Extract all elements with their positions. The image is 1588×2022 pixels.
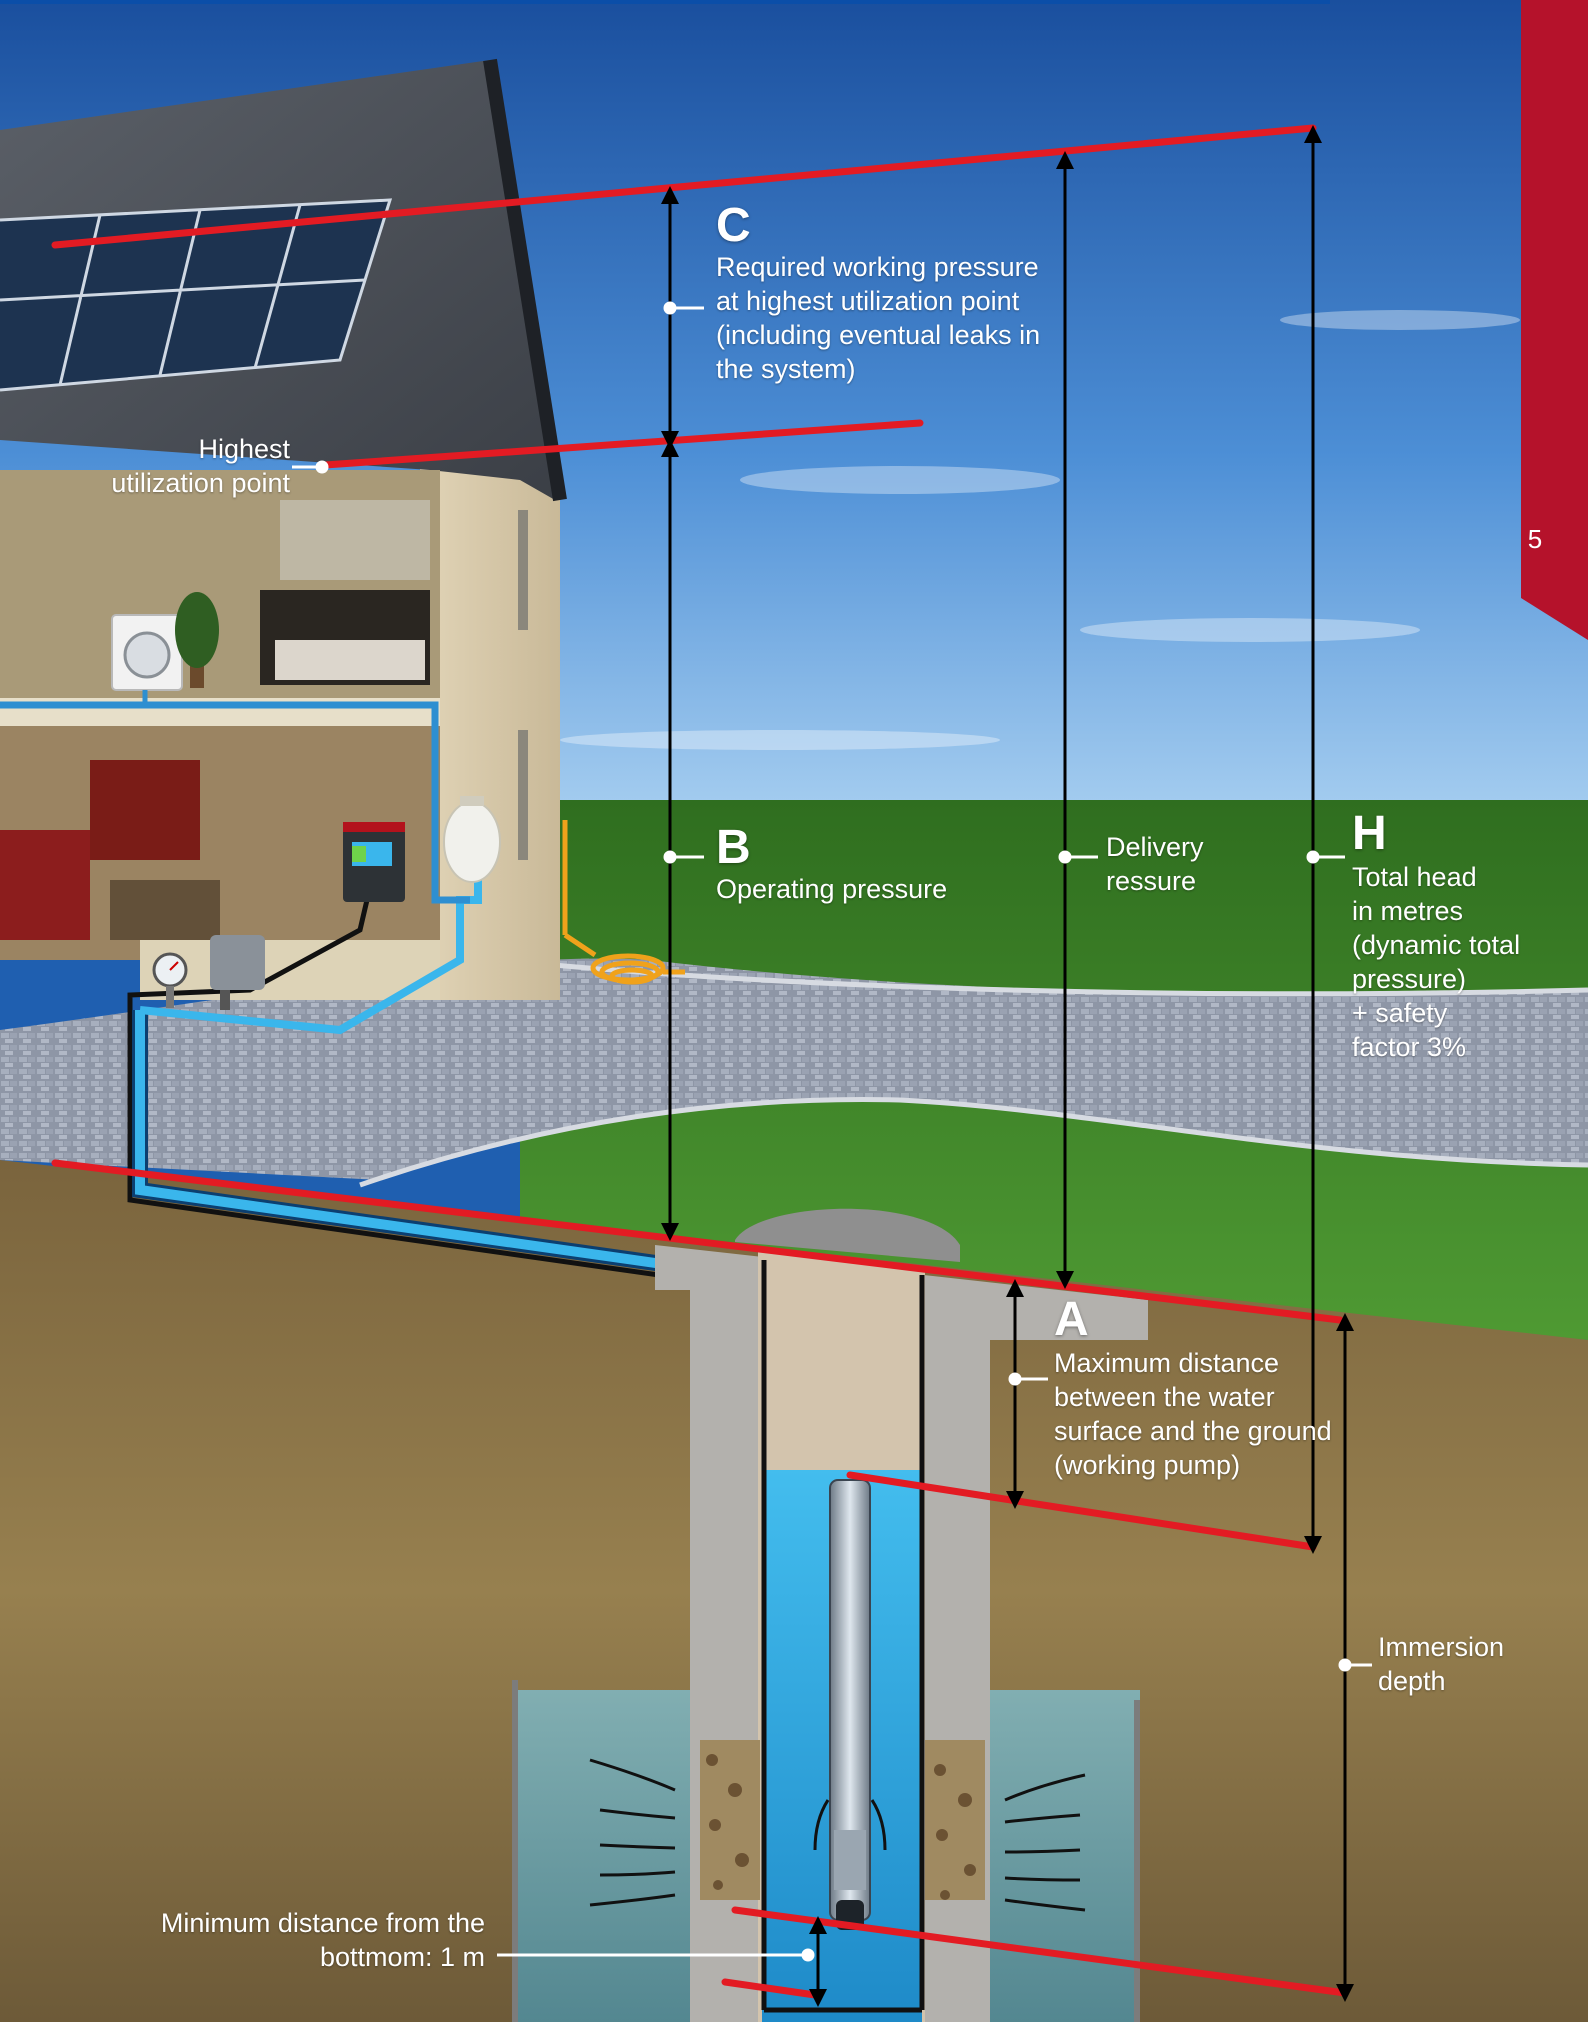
gravel-pack-right [925, 1740, 985, 1900]
reference-lines [51, 124, 1349, 1999]
label-min-line: Minimum distance from the [160, 1908, 485, 1938]
label-immersion-line: depth [1378, 1666, 1446, 1696]
page-number: 5 [1527, 524, 1543, 554]
label-highest-line: utilization point [111, 468, 290, 498]
ref-line-water [846, 1471, 1317, 1551]
aquifer-left [515, 1690, 705, 2022]
kitchen-units [0, 830, 90, 940]
label-delivery-line: ressure [1106, 866, 1197, 896]
label-A-text: Maximum distance between the water surfa… [1054, 1346, 1332, 1482]
label-C-line: Required working pressure [716, 252, 1039, 282]
label-B-text: Operating pressure [716, 872, 947, 906]
label-H-letter: H [1352, 807, 1387, 860]
kitchen-shelves [90, 760, 200, 860]
label-A-line: surface and the ground [1054, 1416, 1332, 1446]
label-A-line: (working pump) [1054, 1450, 1241, 1480]
aquifer-casing-right [1134, 1700, 1140, 2022]
label-B-line: Operating pressure [716, 874, 948, 904]
label-H-line: pressure) [1352, 964, 1467, 994]
label-H-line: Total head [1352, 862, 1477, 892]
submersible-pump-icon [829, 1479, 871, 1930]
house [0, 58, 567, 1000]
ref-line-pump [731, 1906, 1349, 1997]
pressure-gauge-icon [152, 952, 188, 1008]
well-cap [735, 1208, 960, 1262]
cobbled-path [0, 958, 1588, 1180]
expansion-tank-icon [443, 796, 501, 883]
label-A-letter: A [1054, 1293, 1089, 1346]
label-H-line: in metres [1352, 896, 1464, 926]
aquifer-casing-left [512, 1680, 518, 2022]
label-H-line: factor 3% [1352, 1032, 1467, 1062]
ref-line-top [51, 124, 1317, 249]
ref-line-highest [321, 419, 924, 469]
path-edge-lower [359, 1097, 1588, 1188]
house-side-window-1 [518, 510, 528, 630]
label-B-letter: B [716, 821, 751, 874]
control-box-icon [343, 822, 405, 902]
blue-pipe-upper [0, 701, 470, 904]
pressure-switch [210, 935, 265, 1010]
label-H-text: Total head in metres (dynamic total pres… [1352, 860, 1520, 1064]
top-strip [0, 0, 1330, 4]
label-C-line: (including eventual leaks in [716, 320, 1041, 350]
ref-line-bottom [721, 1978, 819, 1999]
label-H-line: (dynamic total [1352, 930, 1521, 960]
inflow-arrows [589, 1758, 1086, 1912]
label-A-line: between the water [1054, 1382, 1275, 1412]
label-highest-utilization: Highest utilization point [60, 432, 290, 500]
roof-edge [483, 58, 567, 502]
dimension-arrows [661, 125, 1354, 2007]
clouds [560, 310, 1520, 750]
page-side-tab [1521, 0, 1588, 640]
label-C-line: at highest utilization point [716, 286, 1020, 316]
ref-line-ground [51, 1159, 1344, 1324]
solar-panel-icon [0, 198, 393, 392]
bed-sheet [275, 640, 425, 680]
leader-lines [292, 301, 1372, 1962]
label-C-text: Required working pressure at highest uti… [716, 250, 1040, 386]
label-delivery: Delivery ressure [1106, 830, 1204, 898]
gravel-stones [706, 1754, 976, 1900]
house-side-window-2 [518, 730, 528, 860]
label-A-line: Maximum distance [1054, 1348, 1280, 1378]
washing-machine-icon [111, 614, 183, 691]
label-C-letter: C [716, 199, 751, 252]
label-C-line: the system) [716, 354, 856, 384]
label-min-line: bottmom: 1 m [319, 1942, 485, 1972]
plant [175, 592, 219, 688]
label-immersion-depth: Immersion depth [1378, 1630, 1504, 1698]
blue-pipe-house [139, 850, 482, 1035]
label-immersion-line: Immersion [1378, 1632, 1505, 1662]
label-highest-line: Highest [198, 434, 290, 464]
label-delivery-line: Delivery [1106, 832, 1204, 862]
label-minimum-distance: Minimum distance from the bottmom: 1 m [150, 1906, 485, 1974]
kitchen-table [110, 880, 220, 940]
window-curtain [280, 500, 430, 580]
label-H-line: + safety [1352, 998, 1448, 1028]
